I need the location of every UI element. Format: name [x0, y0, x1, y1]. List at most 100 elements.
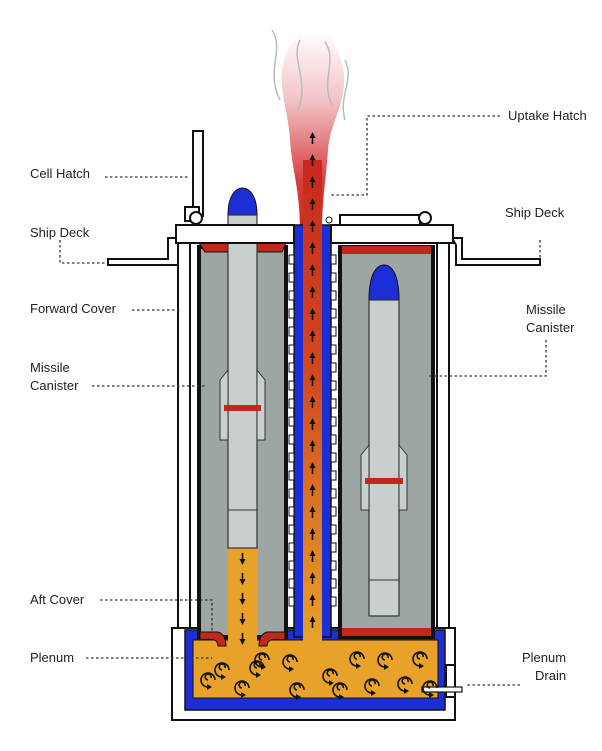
label-line: Canister [526, 320, 575, 335]
arrow-up-icon [309, 286, 316, 298]
vent-slot [288, 434, 295, 445]
exhaust-plume [271, 29, 349, 230]
arrow-up-icon [309, 242, 316, 254]
swirl-arrow-icon [397, 676, 413, 694]
arrow-up-icon [309, 176, 316, 188]
arrow-up-icon [309, 264, 316, 276]
label-missile-canister-right: Missile Canister [526, 301, 574, 337]
cell-wall-left [177, 239, 191, 636]
swirl-arrow-icon [322, 668, 338, 686]
vent-slot [288, 524, 295, 535]
label-aft-cover: Aft Cover [30, 592, 85, 607]
label-line: Plenum [522, 650, 567, 665]
label-line: Drain [535, 668, 567, 683]
vent-slot [288, 470, 295, 481]
vent-slot [288, 380, 295, 391]
vent-slot [330, 578, 337, 589]
vent-slot [330, 452, 337, 463]
vent-slot [330, 326, 337, 337]
label-line: Missile [30, 360, 70, 375]
ship-deck-right [450, 237, 541, 266]
arrow-up-icon [309, 594, 316, 606]
vent-slot [330, 416, 337, 427]
vent-slot [330, 560, 337, 571]
label-line: Missile [526, 302, 566, 317]
uptake-vents [288, 254, 337, 607]
vent-slot [330, 344, 337, 355]
label-plenum-drain: Plenum Drain [522, 649, 566, 685]
vent-slot [288, 398, 295, 409]
arrow-down-icon [239, 573, 246, 585]
vent-slot [330, 308, 337, 319]
vent-slot [330, 506, 337, 517]
label-uptake-hatch: Uptake Hatch [508, 108, 587, 123]
arrow-up-icon [309, 132, 316, 144]
swirl-arrow-icon [412, 651, 428, 669]
arrow-up-icon [309, 550, 316, 562]
arrow-down-icon [239, 553, 246, 565]
label-forward-cover: Forward Cover [30, 301, 116, 316]
swirl-arrow-icon [332, 682, 348, 700]
uptake-hatch [325, 216, 333, 224]
vent-slot [288, 452, 295, 463]
swirl-arrow-icon [254, 652, 270, 670]
arrow-up-icon [309, 154, 316, 166]
arrow-down-icon [239, 633, 246, 645]
vent-slot [288, 488, 295, 499]
vent-slot [330, 470, 337, 481]
plenum-swirls [200, 651, 438, 700]
vent-slot [330, 596, 337, 607]
swirl-arrow-icon [422, 680, 438, 698]
arrow-up-icon [309, 572, 316, 584]
vent-slot [330, 362, 337, 373]
arrow-up-icon [309, 484, 316, 496]
vent-slot [288, 506, 295, 517]
arrow-up-icon [309, 396, 316, 408]
arrow-down-icon [239, 593, 246, 605]
vent-slot [288, 308, 295, 319]
vent-slot [288, 578, 295, 589]
plenum-drain [421, 664, 463, 698]
missile-left [219, 187, 266, 549]
arrow-up-icon [309, 198, 316, 210]
arrow-down-icon [239, 613, 246, 625]
vent-slot [330, 380, 337, 391]
vent-slot [288, 560, 295, 571]
swirl-arrow-icon [200, 672, 216, 690]
arrow-up-icon [309, 418, 316, 430]
vent-slot [288, 362, 295, 373]
arrow-up-icon [309, 440, 316, 452]
cell-wall-right [436, 239, 450, 636]
label-line: Canister [30, 378, 79, 393]
aft-cover [199, 631, 286, 647]
flow-arrows [239, 132, 316, 645]
label-missile-canister-left: Missile Canister [30, 359, 78, 395]
arrow-up-icon [309, 462, 316, 474]
label-plenum: Plenum [30, 650, 75, 665]
vent-slot [330, 542, 337, 553]
vent-slot [330, 290, 337, 301]
ship-deck-left [107, 237, 179, 266]
swirl-arrow-icon [377, 652, 393, 670]
arrow-up-icon [309, 374, 316, 386]
vent-slot [330, 398, 337, 409]
missile-right [360, 264, 408, 617]
plenum-chamber [192, 639, 439, 699]
leader-lines [59, 115, 547, 686]
arrow-up-icon [309, 528, 316, 540]
vent-slot [288, 596, 295, 607]
vent-slot [288, 326, 295, 337]
arrow-up-icon [309, 308, 316, 320]
deck-plate [175, 224, 295, 244]
vent-slot [288, 542, 295, 553]
cell-hatch [192, 130, 204, 217]
arrow-up-icon [309, 220, 316, 232]
swirl-arrow-icon [234, 680, 250, 698]
swirl-arrow-icon [282, 654, 298, 672]
arrow-up-icon [309, 616, 316, 628]
vent-slot [330, 524, 337, 535]
vent-slot [330, 488, 337, 499]
vent-slot [330, 272, 337, 283]
